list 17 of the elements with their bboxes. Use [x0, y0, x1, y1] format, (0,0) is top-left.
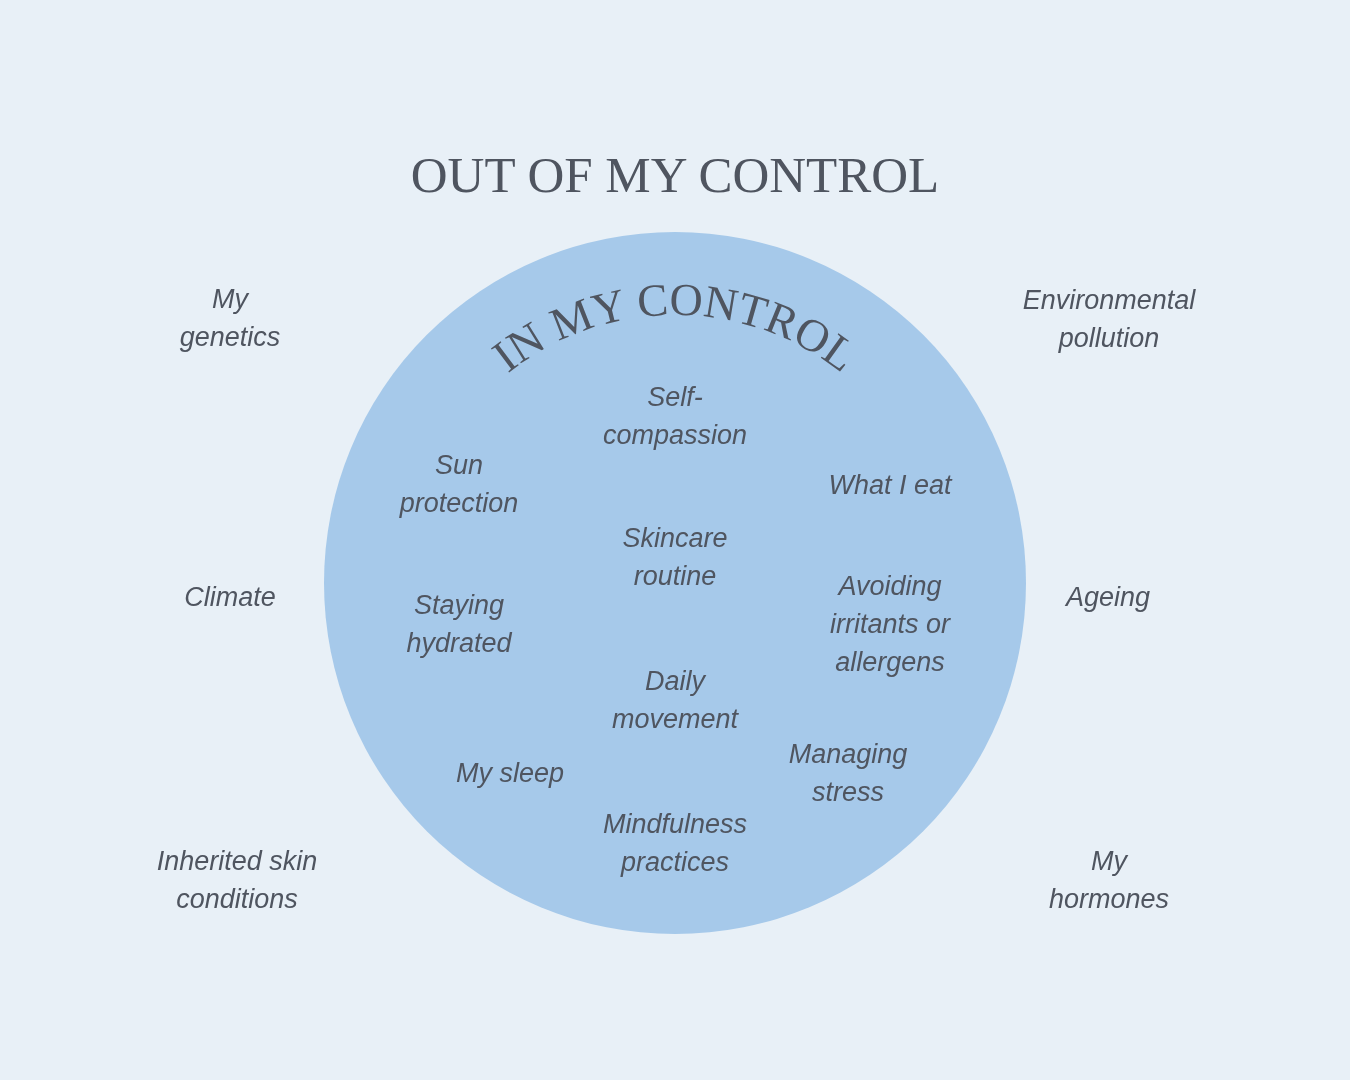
outer-label: Inherited skin conditions: [155, 845, 319, 916]
outer-label: My hormones: [1047, 845, 1171, 916]
circle-label: Staying hydrated: [405, 589, 513, 660]
circle-label: Mindfulness practices: [601, 808, 749, 879]
outer-label: My genetics: [178, 283, 282, 354]
circle-label: Daily movement: [610, 665, 740, 736]
outer-label: Environmental pollution: [1021, 284, 1197, 355]
circle-label: Self-compassion: [601, 381, 749, 452]
circle-label: My sleep: [454, 757, 565, 790]
circle-label: Skincare routine: [621, 522, 729, 593]
circle-label: What I eat: [827, 469, 954, 502]
circle-label: Sun protection: [398, 449, 520, 520]
title: OUT OF MY CONTROL: [410, 150, 940, 201]
outer-label: Ageing: [1064, 581, 1152, 614]
circle-label: Managing stress: [787, 738, 909, 809]
outer-label: Climate: [183, 581, 277, 614]
circle-label: Avoiding irritants or allergens: [829, 570, 952, 679]
